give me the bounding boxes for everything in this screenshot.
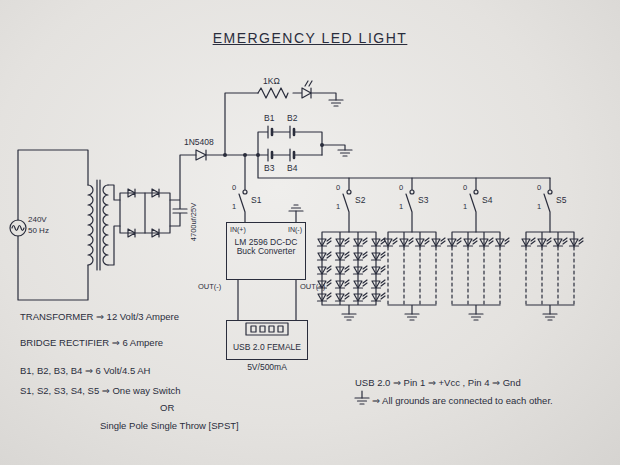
part-label: 50 Hz — [28, 227, 49, 236]
part-label: 0 — [399, 184, 403, 192]
diagram-title: EMERGENCY LED LIGHT — [0, 30, 620, 46]
note-text: B1, B2, B3, B4 ⇒ 6 Volt/4.5 AH — [20, 366, 150, 376]
part-label: S5 — [556, 196, 566, 205]
pin-row: IN(+) IN(-) — [230, 226, 302, 234]
part-label: 1 — [537, 203, 541, 211]
part-label: B3 — [264, 164, 274, 173]
part-label: 0 — [537, 184, 541, 192]
usb-port-box: USB 2.0 FEMALE5V/500mA — [226, 320, 308, 360]
wire-connector — [295, 280, 296, 320]
note-text: Single Pole Single Throw [SPST] — [100, 421, 239, 431]
note-text: OR — [160, 403, 174, 413]
part-label: OUT(-) — [198, 283, 221, 291]
part-label: 0 — [463, 184, 467, 192]
box-text: LM 2596 DC-DC Buck Converter — [230, 238, 302, 257]
part-label: 0 — [336, 184, 340, 192]
part-label: 1N5408 — [184, 138, 214, 147]
part-label: 0 — [232, 184, 236, 192]
part-label: B1 — [264, 114, 274, 123]
part-label: B2 — [287, 114, 297, 123]
wire-connector — [237, 280, 238, 320]
converter-box: IN(+) IN(-) LM 2596 DC-DC Buck Converter — [226, 222, 306, 280]
part-label: 1 — [336, 203, 340, 211]
pin-label: IN(-) — [288, 226, 302, 234]
box-text: USB 2.0 FEMALE — [230, 343, 304, 352]
part-label: 240V — [28, 216, 47, 225]
rating-label: 5V/500mA — [227, 362, 307, 372]
note-text: USB 2.0 ⇒ Pin 1 ⇒ +Vcc , Pin 4 ⇒ Gnd — [355, 378, 521, 388]
note-text: TRANSFORMER ⇒ 12 Volt/3 Ampere — [20, 312, 179, 322]
pin-label: IN(+) — [230, 226, 246, 234]
note-text: ⇒ All grounds are connected to each othe… — [372, 396, 553, 406]
part-label: 1 — [463, 203, 467, 211]
part-label: B4 — [287, 164, 297, 173]
note-text: S1, S2, S3, S4, S5 ⇒ One way Switch — [20, 386, 181, 396]
note-text: BRIDGE RECTIFIER ⇒ 6 Ampere — [20, 338, 163, 348]
part-label: 1KΩ — [263, 77, 280, 86]
part-label: S2 — [355, 196, 365, 205]
part-label: OUT(+) — [300, 283, 325, 291]
part-label: S3 — [418, 196, 428, 205]
part-label: 4700uf/25V — [190, 203, 198, 241]
part-label: S4 — [482, 196, 492, 205]
part-label: 1 — [232, 203, 236, 211]
part-label: S1 — [251, 196, 261, 205]
part-label: 1 — [399, 203, 403, 211]
